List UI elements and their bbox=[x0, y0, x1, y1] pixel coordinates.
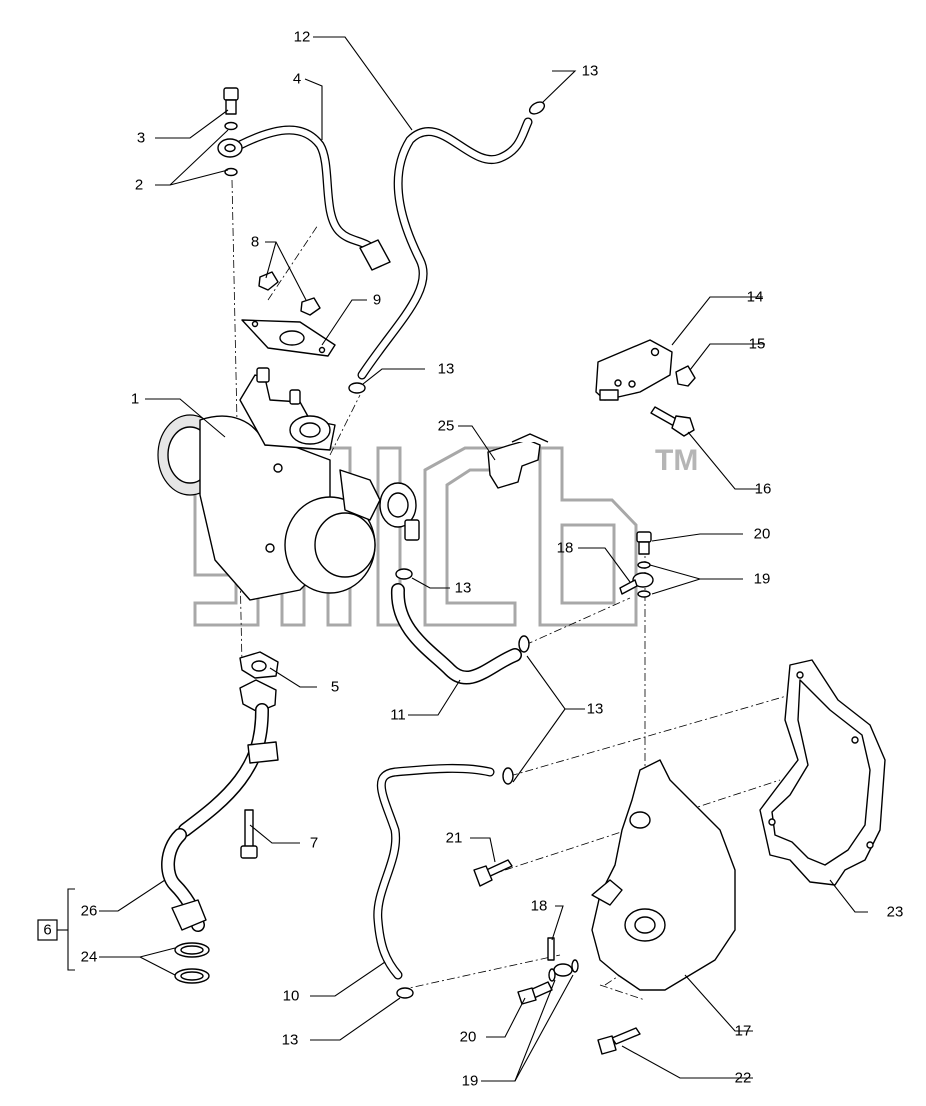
callout-20-lower: 20 bbox=[460, 1029, 477, 1046]
callout-19-lower: 19 bbox=[462, 1073, 479, 1090]
housing-17[interactable] bbox=[591, 759, 736, 991]
callout-4: 4 bbox=[293, 71, 301, 88]
callout-leader-lines bbox=[57, 36, 868, 1082]
callout-9: 9 bbox=[373, 292, 381, 309]
callout-19-upper: 19 bbox=[754, 571, 771, 588]
callout-6: 6 bbox=[43, 922, 51, 939]
callout-7: 7 bbox=[310, 835, 318, 852]
bracket-14[interactable] bbox=[595, 339, 673, 401]
oil-feed-pipe-4[interactable] bbox=[235, 125, 391, 271]
hose-clamp-13-upper[interactable] bbox=[348, 382, 366, 394]
bolt-22[interactable] bbox=[597, 1027, 641, 1055]
nuts-8[interactable] bbox=[258, 271, 321, 316]
return-hose-12[interactable] bbox=[357, 117, 533, 380]
hose-clamp-13-lower[interactable] bbox=[502, 767, 514, 785]
gasket-5[interactable] bbox=[239, 651, 279, 679]
hose-11[interactable] bbox=[390, 583, 522, 685]
callout-13-upper: 13 bbox=[438, 361, 455, 378]
callout-13-mid: 13 bbox=[455, 580, 472, 597]
o-rings-24[interactable] bbox=[174, 942, 210, 984]
callout-13-top: 13 bbox=[582, 63, 599, 80]
banjo-fitting[interactable] bbox=[217, 138, 243, 158]
banjo-fitting-18-upper[interactable] bbox=[619, 572, 654, 595]
callout-5: 5 bbox=[331, 679, 339, 696]
callout-13-bottom: 13 bbox=[282, 1032, 299, 1049]
callout-18-lower: 18 bbox=[531, 898, 548, 915]
callout-labels: 12 4 13 3 2 8 9 14 15 13 1 25 16 20 18 1… bbox=[43, 29, 903, 1090]
callout-26: 26 bbox=[81, 903, 98, 920]
washers-19-lower[interactable] bbox=[548, 959, 579, 982]
turbocharger-1[interactable] bbox=[157, 367, 420, 601]
callout-8: 8 bbox=[251, 234, 259, 251]
callout-14: 14 bbox=[747, 289, 764, 306]
callout-10: 10 bbox=[283, 988, 300, 1005]
callout-3: 3 bbox=[137, 130, 145, 147]
gasket-9[interactable] bbox=[241, 319, 336, 357]
bolt-7[interactable] bbox=[240, 809, 258, 859]
banjo-bolt-20-upper[interactable] bbox=[636, 531, 652, 555]
callout-1: 1 bbox=[131, 391, 139, 408]
callout-20-upper: 20 bbox=[754, 526, 771, 543]
callout-22: 22 bbox=[735, 1070, 752, 1087]
washers-19-upper[interactable] bbox=[637, 561, 651, 598]
hose-clamp-13-top[interactable] bbox=[528, 100, 547, 117]
banjo-bolt-3[interactable] bbox=[223, 87, 239, 115]
bolt-16[interactable] bbox=[650, 406, 695, 437]
callout-25: 25 bbox=[438, 418, 455, 435]
callout-15: 15 bbox=[749, 336, 766, 353]
callout-21: 21 bbox=[446, 830, 463, 847]
banjo-bolt-20-lower[interactable] bbox=[517, 981, 553, 1005]
callout-16: 16 bbox=[755, 481, 772, 498]
hose-clamp-13-right[interactable] bbox=[518, 635, 530, 653]
callout-23: 23 bbox=[887, 904, 904, 921]
callout-12: 12 bbox=[294, 29, 311, 46]
callout-18-upper: 18 bbox=[557, 540, 574, 557]
callout-24: 24 bbox=[81, 949, 98, 966]
bolt-21[interactable] bbox=[473, 859, 513, 887]
hose-10[interactable] bbox=[373, 763, 495, 980]
gasket-23[interactable] bbox=[759, 659, 886, 886]
callout-17: 17 bbox=[735, 1023, 752, 1040]
clip-15[interactable] bbox=[675, 365, 696, 387]
hose-26[interactable] bbox=[161, 828, 207, 932]
callout-13-right: 13 bbox=[587, 701, 604, 718]
hose-clamp-13-mid[interactable] bbox=[395, 568, 413, 580]
callout-11: 11 bbox=[390, 707, 406, 724]
oil-drain-pipe[interactable] bbox=[178, 679, 279, 837]
callout-2: 2 bbox=[135, 177, 143, 194]
bracket-25[interactable] bbox=[487, 433, 549, 489]
trademark-mark: TM bbox=[655, 444, 698, 477]
hose-clamp-13-bottom[interactable] bbox=[396, 987, 414, 999]
callout-box-6 bbox=[37, 919, 58, 941]
